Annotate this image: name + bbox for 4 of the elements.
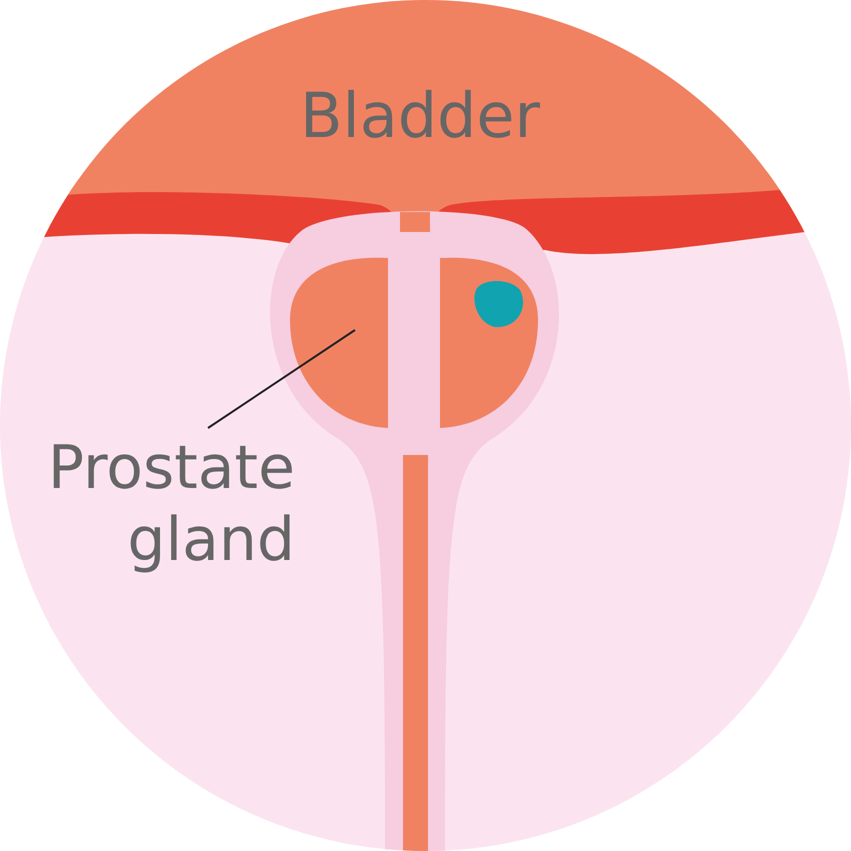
- part-label: Bladder: [298, 80, 542, 152]
- leader-line: [207, 329, 356, 429]
- prostate-lobe: [290, 258, 388, 428]
- part-label: Prostate gland: [20, 432, 295, 576]
